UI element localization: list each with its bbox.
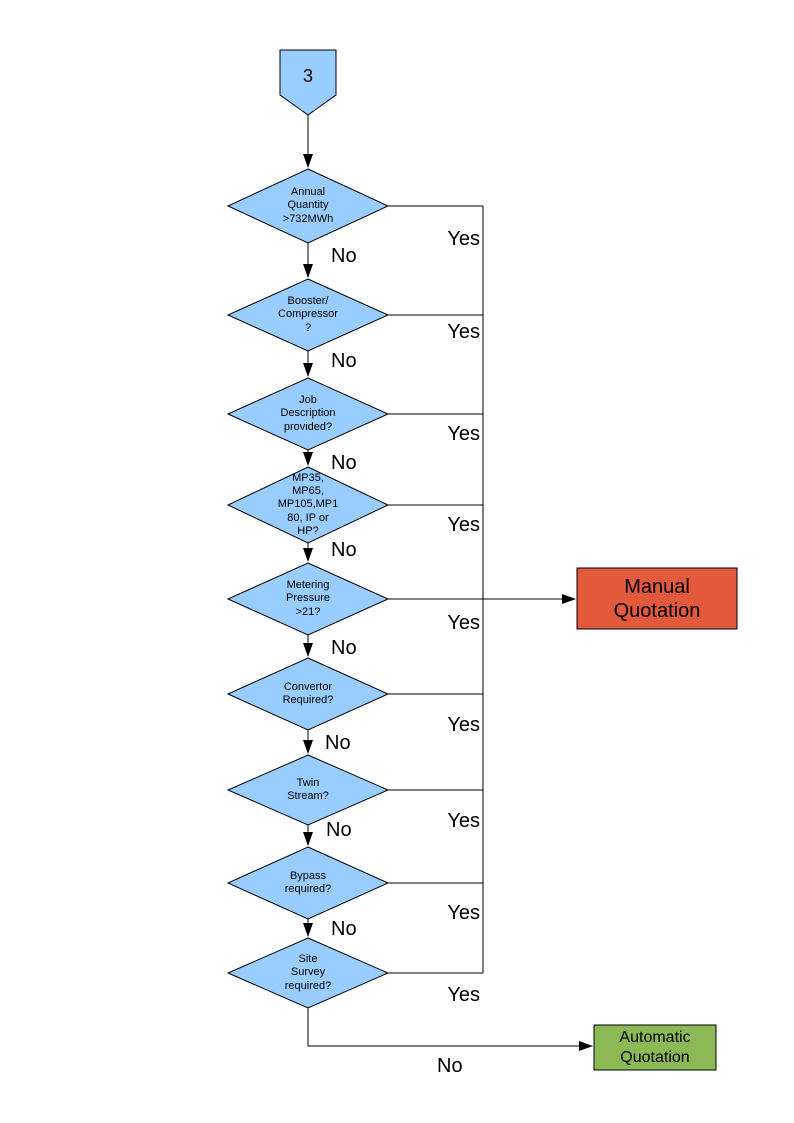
yes-label-twin-stream: Yes: [447, 810, 480, 832]
yes-label-convertor-required: Yes: [447, 714, 480, 736]
automatic-quotation-shape: [593, 1024, 717, 1071]
decision-shape-annual-quantity: [226, 168, 390, 244]
no-label-booster-compressor: No: [331, 350, 357, 372]
no-label-site-survey: No: [437, 1055, 463, 1077]
yes-label-meter-type: Yes: [447, 514, 480, 536]
yes-label-bypass-required: Yes: [447, 902, 480, 924]
yes-label-job-description: Yes: [447, 423, 480, 445]
decision-shape-site-survey: [226, 937, 390, 1009]
no-label-twin-stream: No: [326, 819, 352, 841]
no-label-metering-pressure: No: [331, 637, 357, 659]
no-label-convertor-required: No: [325, 732, 351, 754]
decision-shape-twin-stream: [226, 754, 390, 826]
decision-shape-convertor-required: [226, 657, 390, 731]
decision-shape-job-description: [226, 377, 390, 451]
yes-label-site-survey: Yes: [447, 984, 480, 1006]
decision-shape-bypass-required: [226, 846, 390, 920]
manual-quotation-shape: [576, 567, 738, 630]
no-label-bypass-required: No: [331, 918, 357, 940]
edge-no-to-automatic-quotation: [307, 1008, 593, 1051]
no-label-job-description: No: [331, 452, 357, 474]
no-label-meter-type: No: [331, 539, 357, 561]
decision-shape-metering-pressure: [226, 562, 390, 636]
yes-label-annual-quantity: Yes: [447, 228, 480, 250]
decision-shape-booster-compressor: [226, 278, 390, 352]
no-label-annual-quantity: No: [331, 245, 357, 267]
offpage-connector-shape: [279, 49, 337, 116]
yes-label-metering-pressure: Yes: [447, 612, 480, 634]
decision-shape-meter-type: [226, 466, 390, 544]
yes-label-booster-compressor: Yes: [447, 321, 480, 343]
